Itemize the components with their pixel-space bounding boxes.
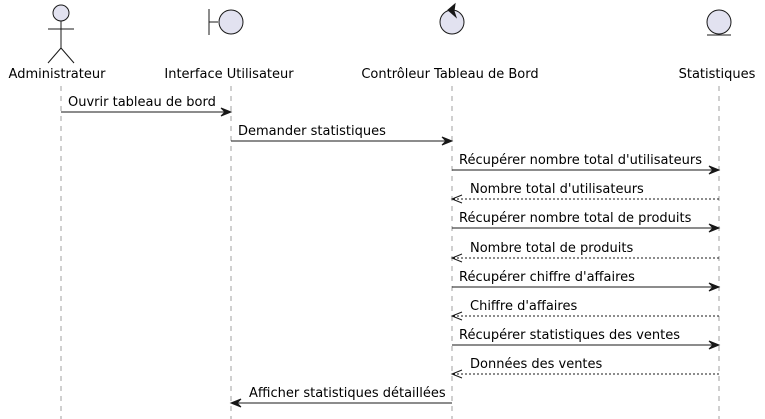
message-label: Récupérer statistiques des ventes: [459, 328, 680, 343]
message-label: Nombre total de produits: [470, 241, 633, 256]
control-icon: [439, 2, 465, 35]
arrowhead-icon: [708, 165, 721, 175]
message-label: Afficher statistiques détaillées: [249, 386, 446, 401]
message-label: Ouvrir tableau de bord: [68, 95, 216, 110]
arrowhead-icon: [450, 194, 463, 204]
actor-icon: [47, 4, 75, 64]
arrowhead-icon: [229, 398, 242, 408]
arrowhead-icon: [708, 340, 721, 350]
message-label: Récupérer chiffre d'affaires: [459, 270, 635, 285]
participant-label-statistiques: Statistiques: [679, 67, 756, 82]
message-arrow: Données des ventes: [450, 357, 719, 379]
arrowhead-icon: [220, 107, 233, 117]
message-label: Chiffre d'affaires: [470, 299, 577, 314]
arrowhead-icon: [450, 369, 463, 379]
message-label: Récupérer nombre total d'utilisateurs: [459, 153, 702, 168]
message-arrow: Récupérer nombre total d'utilisateurs: [452, 153, 721, 175]
message-label: Nombre total d'utilisateurs: [470, 182, 644, 197]
arrowhead-icon: [708, 282, 721, 292]
boundary-icon: [208, 9, 244, 35]
message-arrow: Chiffre d'affaires: [450, 299, 719, 321]
participant-label-administrateur: Administrateur: [9, 67, 107, 82]
message-arrow: Demander statistiques: [231, 124, 454, 146]
message-arrow: Récupérer statistiques des ventes: [452, 328, 721, 350]
arrowhead-icon: [708, 223, 721, 233]
arrowhead-icon: [450, 311, 463, 321]
arrowhead-icon: [441, 136, 454, 146]
arrowhead-icon: [450, 253, 463, 263]
message-arrow: Nombre total de produits: [450, 241, 719, 263]
message-arrow: Récupérer nombre total de produits: [452, 211, 721, 233]
message-arrow: Nombre total d'utilisateurs: [450, 182, 719, 204]
message-arrow: Ouvrir tableau de bord: [61, 95, 233, 117]
message-arrow: Récupérer chiffre d'affaires: [452, 270, 721, 292]
message-label: Demander statistiques: [238, 124, 386, 139]
participant-label-controleur: Contrôleur Tableau de Bord: [361, 67, 538, 82]
entity-icon: [706, 9, 732, 36]
message-label: Données des ventes: [470, 357, 603, 372]
message-label: Récupérer nombre total de produits: [459, 211, 692, 226]
participant-label-interface-utilisateur: Interface Utilisateur: [164, 67, 294, 82]
message-arrow: Afficher statistiques détaillées: [229, 386, 452, 408]
